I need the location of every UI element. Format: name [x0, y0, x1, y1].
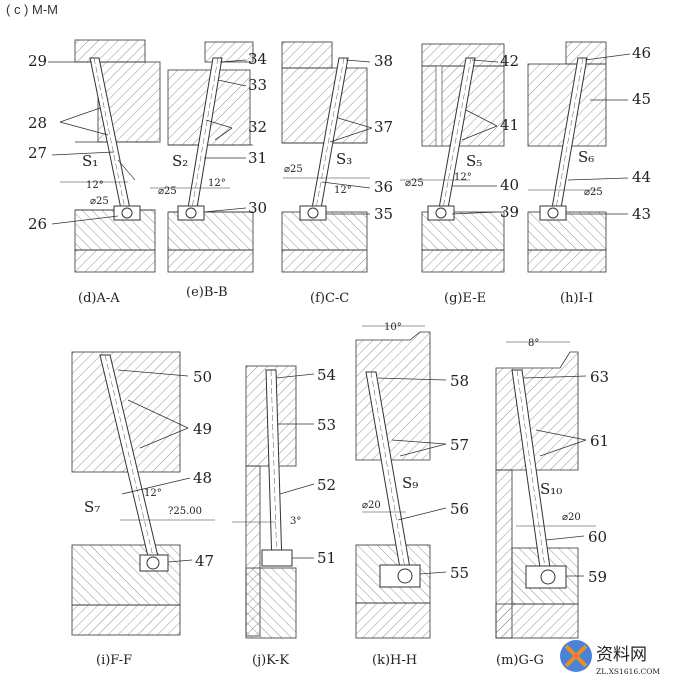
- dia-a-a: ⌀25: [90, 196, 109, 207]
- dimension-labels: 12° ⌀25 12° ⌀25 12° ⌀25 12° ⌀25 ⌀25 12° …: [86, 164, 603, 527]
- label-54: 54: [317, 366, 336, 384]
- angle-a-a: 12°: [86, 180, 104, 191]
- label-36: 36: [374, 178, 393, 196]
- label-51: 51: [317, 549, 336, 567]
- label-57: 57: [450, 436, 469, 454]
- label-50: 50: [193, 368, 212, 386]
- dia-h-h: ⌀20: [362, 500, 381, 511]
- view-c-c: [281, 41, 368, 273]
- s-label-i-i: S₆: [578, 148, 594, 166]
- view-f-f: [71, 351, 181, 636]
- label-46: 46: [632, 44, 651, 62]
- caption-i-i: (h)I-I: [560, 291, 593, 306]
- s-label-a-a: S₁: [82, 152, 98, 170]
- s-label-h-h: S₉: [402, 474, 418, 492]
- dia-i-i: ⌀25: [584, 187, 603, 198]
- label-27: 27: [28, 144, 47, 162]
- view-i-i: [527, 41, 607, 273]
- label-37: 37: [374, 118, 393, 136]
- s-label-g-g: S₁₀: [540, 480, 562, 498]
- label-41: 41: [500, 116, 519, 134]
- label-32: 32: [248, 118, 267, 136]
- label-33: 33: [248, 76, 267, 94]
- view-e-e: [421, 43, 505, 273]
- dia-c-c: ⌀25: [284, 164, 303, 175]
- label-40: 40: [500, 176, 519, 194]
- caption-f-f: (i)F-F: [96, 653, 132, 668]
- label-53: 53: [317, 416, 336, 434]
- label-34: 34: [248, 50, 267, 68]
- angle-k-k: 3°: [290, 516, 301, 527]
- angle-f-f: 12°: [144, 488, 162, 499]
- caption-b-b: (e)B-B: [186, 285, 228, 300]
- angle-h-h: 10°: [384, 322, 402, 333]
- view-k-k: [245, 365, 297, 639]
- s-label-c-c: S₃: [336, 150, 352, 168]
- angle-c-c: 12°: [334, 185, 352, 196]
- label-44: 44: [632, 168, 651, 186]
- leader-lines: [48, 53, 631, 577]
- label-43: 43: [632, 205, 651, 223]
- s-label-e-e: S₅: [466, 152, 482, 170]
- label-55: 55: [450, 564, 469, 582]
- label-29: 29: [28, 52, 47, 70]
- label-42: 42: [500, 52, 519, 70]
- figure-header: ( c ) M-M: [6, 2, 58, 17]
- caption-e-e: (g)E-E: [444, 291, 486, 306]
- caption-a-a: (d)A-A: [78, 291, 120, 306]
- view-captions: (d)A-A (e)B-B (f)C-C (g)E-E (h)I-I (i)F-…: [78, 285, 593, 668]
- label-28: 28: [28, 114, 47, 132]
- label-30: 30: [248, 199, 267, 217]
- label-56: 56: [450, 500, 469, 518]
- label-31: 31: [248, 149, 267, 167]
- label-39: 39: [500, 203, 519, 221]
- view-a-a: [74, 39, 161, 273]
- label-35: 35: [374, 205, 393, 223]
- watermark-text: 资料网: [596, 645, 647, 665]
- view-h-h: [355, 331, 431, 639]
- view-b-b: [167, 41, 254, 273]
- s-labels: S₁ S₂ S₃ S₅ S₆ S₇ S₉ S₁₀: [82, 148, 594, 516]
- label-47: 47: [195, 552, 214, 570]
- label-38: 38: [374, 52, 393, 70]
- label-45: 45: [632, 90, 651, 108]
- dimension-arrows: [60, 177, 600, 527]
- label-61: 61: [590, 432, 609, 450]
- caption-g-g: (m)G-G: [496, 653, 544, 668]
- part-number-labels: 29 28 27 26 34 33 32 31 30 38 37 36 35 4…: [28, 44, 651, 586]
- watermark-logo: 资料网 ZL.XS1616.COM: [560, 640, 660, 676]
- label-59: 59: [588, 568, 607, 586]
- caption-k-k: (j)K-K: [252, 653, 289, 668]
- label-48: 48: [193, 469, 212, 487]
- label-63: 63: [590, 368, 609, 386]
- angle-g-g: 8°: [528, 338, 539, 349]
- caption-c-c: (f)C-C: [310, 291, 349, 306]
- angle-b-b: 12°: [208, 178, 226, 189]
- dia-g-g: ⌀20: [562, 512, 581, 523]
- dia-b-b: ⌀25: [158, 186, 177, 197]
- s-label-b-b: S₂: [172, 152, 188, 170]
- label-26: 26: [28, 215, 47, 233]
- watermark-url: ZL.XS1616.COM: [596, 667, 660, 676]
- label-52: 52: [317, 476, 336, 494]
- label-60: 60: [588, 528, 607, 546]
- view-g-g: [495, 351, 579, 639]
- s-label-f-f: S₇: [84, 498, 100, 516]
- dia-f-f: ?25.00: [168, 506, 202, 517]
- angle-e-e: 12°: [454, 172, 472, 183]
- label-58: 58: [450, 372, 469, 390]
- caption-h-h: (k)H-H: [372, 653, 417, 668]
- label-49: 49: [193, 420, 212, 438]
- dia-e-e: ⌀25: [405, 178, 424, 189]
